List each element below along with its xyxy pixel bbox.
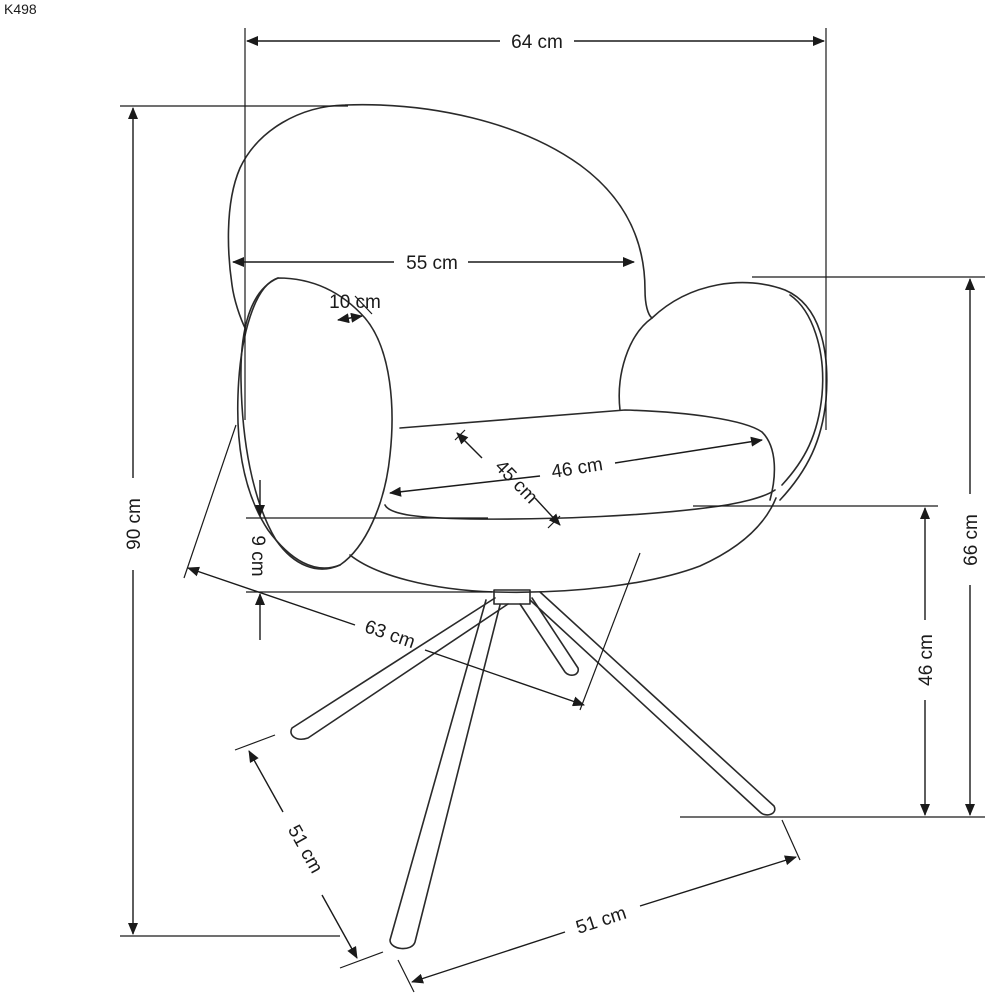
seat-bottom — [349, 497, 777, 594]
label-back-width: 55 cm — [406, 253, 458, 274]
leg-back — [519, 597, 580, 677]
backrest-outline — [227, 103, 653, 331]
label-armrest-height: 66 cm — [961, 514, 982, 566]
right-armrest-inner — [618, 317, 653, 411]
swivel-hub — [493, 589, 531, 605]
seat-top — [399, 409, 776, 501]
left-armrest-face — [240, 277, 341, 570]
dimension-lines — [120, 28, 985, 993]
leg-front-right — [529, 591, 776, 816]
dimension-labels: 64 cm 55 cm 10 cm 90 cm 66 cm 46 cm 46 c… — [124, 32, 982, 939]
right-armrest-outline — [651, 281, 828, 501]
leg-front-center — [389, 599, 501, 950]
leg-front-left — [290, 597, 509, 740]
label-base-width: 51 cm — [573, 903, 629, 939]
label-overall-width: 64 cm — [511, 32, 563, 53]
label-seat-height: 46 cm — [916, 634, 937, 686]
seat-front — [384, 489, 776, 520]
label-seat-thickness: 9 cm — [247, 535, 268, 576]
chair-illustration — [227, 103, 828, 950]
model-code: K498 — [4, 1, 37, 17]
label-armrest-thickness: 10 cm — [329, 292, 381, 313]
label-base-depth: 51 cm — [283, 822, 326, 877]
label-seat-depth: 45 cm — [490, 456, 541, 508]
label-overall-depth: 63 cm — [362, 616, 418, 653]
label-seat-width: 46 cm — [550, 454, 604, 483]
left-armrest-outline — [236, 277, 393, 569]
label-overall-height: 90 cm — [124, 498, 145, 550]
